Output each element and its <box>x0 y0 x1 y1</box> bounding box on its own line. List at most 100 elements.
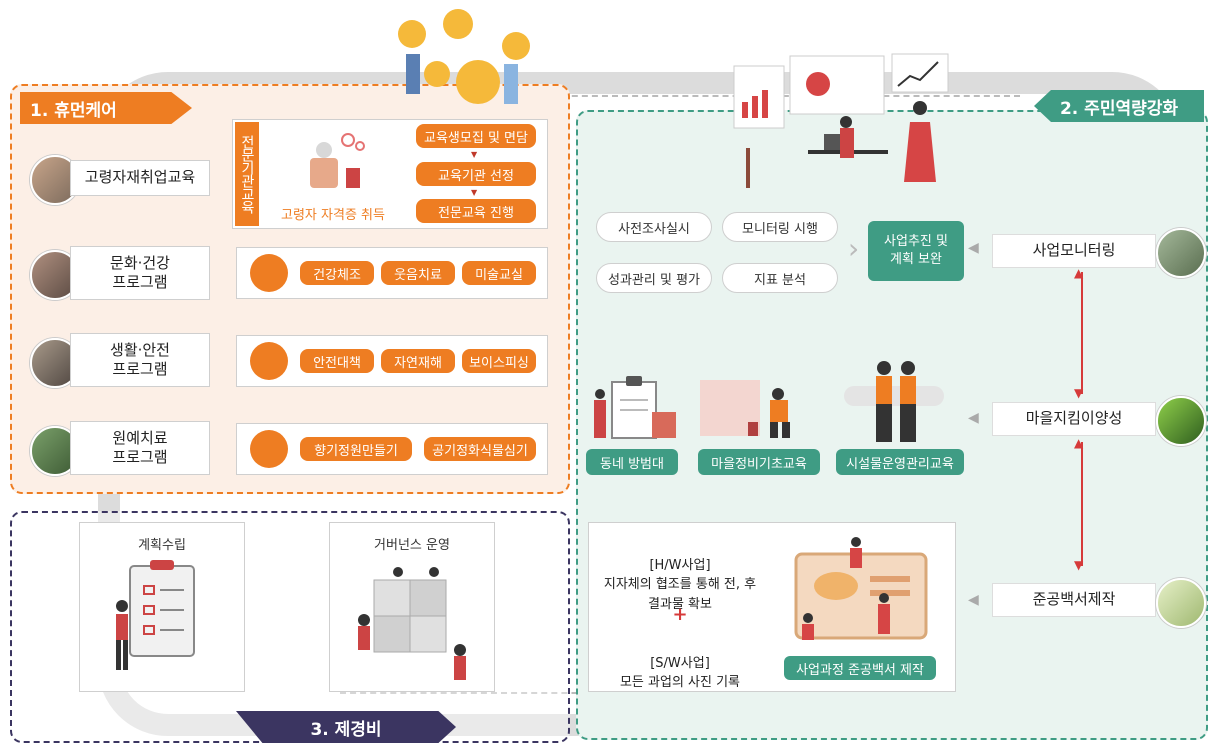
item-pill: 미술교실 <box>462 261 536 285</box>
cycle-indicator: 지표 분석 <box>722 263 838 293</box>
improvement-text: 사업추진 및 계획 보완 <box>884 233 948 267</box>
avatar <box>1156 578 1206 628</box>
vertical-label-text: 전문기관교육 <box>239 135 255 213</box>
guard-item-text: 시설물운영관리교육 <box>846 456 954 472</box>
item-pill: 웃음치료 <box>381 261 455 285</box>
cycle-text: 사전조사실시 <box>618 221 690 237</box>
maintenance-illustration <box>700 380 790 438</box>
cycle-text: 모니터링 시행 <box>742 221 818 237</box>
cycle-text: 성과관리 및 평가 <box>608 272 700 288</box>
item-pill: 향기정원만들기 <box>300 437 412 461</box>
link-arrow-upper <box>1081 272 1083 394</box>
arrow-up-icon: ▲ <box>1074 436 1084 450</box>
facility-pill: 시설물운영관리교육 <box>836 449 964 475</box>
item-text: 자연재해 <box>394 355 442 371</box>
arrow-up-icon: ▲ <box>1074 266 1084 280</box>
cycle-text: 지표 분석 <box>754 272 806 288</box>
step-text: 교육기관 선정 <box>438 168 514 184</box>
human-care-tag: 1. 휴먼케어 <box>20 92 192 124</box>
item-text: 공기정화식물심기 <box>432 443 528 459</box>
whitepaper-caption-pill: 사업과정 준공백서 제작 <box>784 656 936 680</box>
facility-staff-illustration <box>844 361 944 442</box>
checklist-illustration <box>116 560 195 670</box>
item-pill: 보이스피싱 <box>462 349 536 373</box>
item-pill: 건강체조 <box>300 261 374 285</box>
track-dash <box>210 95 1020 97</box>
step-arrow: ▼ <box>471 150 478 159</box>
step-training: 전문교육 진행 <box>416 199 536 223</box>
life-safety-label: 생활·안전 프로그램 <box>70 333 210 387</box>
item-text: 보이스피싱 <box>469 355 529 371</box>
item-pill: 공기정화식물심기 <box>424 437 536 461</box>
arrow-down-icon: ▼ <box>1074 558 1084 572</box>
expert-education-vertical-label: 전문기관교육 <box>235 122 259 226</box>
budget-title: 3. 제경비 <box>310 719 382 740</box>
certificate-illustration <box>310 133 365 188</box>
project-monitoring-label: 사업모니터링 <box>992 234 1156 268</box>
certificate-caption: 고령자 자격증 취득 <box>268 204 398 223</box>
link-arrow-lower <box>1081 442 1083 566</box>
neighborhood-watch-pill: 동네 방범대 <box>586 449 678 475</box>
step-recruit: 교육생모집 및 면담 <box>416 124 536 148</box>
avatar <box>1156 228 1206 278</box>
caption-text: 고령자 자격증 취득 <box>281 208 385 223</box>
village-guard-text: 마을지킴이양성 <box>1025 409 1123 428</box>
guard-item-text: 마을정비기초교육 <box>711 456 807 472</box>
cycle-evaluation: 성과관리 및 평가 <box>596 263 712 293</box>
sw-project-text: [S/W사업] 모든 과업의 사진 기록 <box>594 634 766 693</box>
whitepaper-text: 준공백서제작 <box>1032 590 1116 609</box>
hw-text: [H/W사업] 지자체의 협조를 통해 전, 후 결과물 확보 <box>603 557 757 612</box>
step-arrow: ▼ <box>471 188 478 197</box>
step-text: 전문교육 진행 <box>438 205 514 221</box>
resident-capacity-tag: 2. 주민역량강화 <box>1034 90 1204 122</box>
row-label-text: 고령자재취업교육 <box>84 168 196 187</box>
sw-text: [S/W사업] 모든 과업의 사진 기록 <box>619 655 741 691</box>
planning-text: 계획수립 <box>138 538 186 553</box>
culture-health-label: 문화·건강 프로그램 <box>70 246 210 300</box>
cycle-survey: 사전조사실시 <box>596 212 712 242</box>
plus-sign: + <box>594 604 766 625</box>
monitoring-text: 사업모니터링 <box>1032 241 1116 260</box>
step-select: 교육기관 선정 <box>416 162 536 186</box>
row-label-text: 생활·안전 프로그램 <box>110 340 170 379</box>
item-text: 미술교실 <box>475 267 523 283</box>
human-care-title: 1. 휴먼케어 <box>30 100 117 121</box>
governance-title: 거버넌스 운영 <box>329 534 495 553</box>
guard-arrow-icon: ◀ <box>968 410 979 426</box>
maintenance-pill: 마을정비기초교육 <box>698 449 820 475</box>
planning-title: 계획수립 <box>79 534 245 553</box>
whitepaper-illustration <box>794 537 928 640</box>
whitepaper-arrow-icon: ◀ <box>968 592 979 608</box>
governance-text: 거버넌스 운영 <box>374 538 450 553</box>
office-analytics-illustration <box>733 53 949 188</box>
cycle-monitoring: 모니터링 시행 <box>722 212 838 242</box>
item-text: 웃음치료 <box>394 267 442 283</box>
emoji-people-illustration <box>398 9 530 104</box>
item-pill: 자연재해 <box>381 349 455 373</box>
whitepaper-caption-text: 사업과정 준공백서 제작 <box>796 662 924 678</box>
resident-capacity-title: 2. 주민역량강화 <box>1059 98 1179 119</box>
item-text: 건강체조 <box>313 267 361 283</box>
budget-tag: 3. 제경비 <box>236 711 456 743</box>
puzzle-illustration <box>358 567 466 680</box>
plant-hands-icon <box>250 430 288 468</box>
village-guard-label: 마을지킴이양성 <box>992 402 1156 436</box>
avatar <box>1156 396 1206 446</box>
item-text: 안전대책 <box>313 355 361 371</box>
row-label-text: 원예치료 프로그램 <box>112 428 168 467</box>
cycle-arrow-icon: › <box>848 232 860 265</box>
elderly-face-icon <box>250 254 288 292</box>
hw-project-text: [H/W사업] 지자체의 협조를 통해 전, 후 결과물 확보 <box>594 536 766 614</box>
item-text: 향기정원만들기 <box>314 443 398 459</box>
whitepaper-label: 준공백서제작 <box>992 583 1156 617</box>
item-pill: 안전대책 <box>300 349 374 373</box>
person-plus-icon <box>250 342 288 380</box>
elderly-reemployment-label: 고령자재취업교육 <box>70 160 210 196</box>
improvement-box: 사업추진 및 계획 보완 <box>868 221 964 281</box>
neighborhood-watch-illustration <box>594 376 676 439</box>
arrow-down-icon: ▼ <box>1074 386 1084 400</box>
step-text: 교육생모집 및 면담 <box>424 130 528 146</box>
guard-item-text: 동네 방범대 <box>600 456 664 472</box>
monitoring-arrow-icon: ◀ <box>968 240 979 256</box>
